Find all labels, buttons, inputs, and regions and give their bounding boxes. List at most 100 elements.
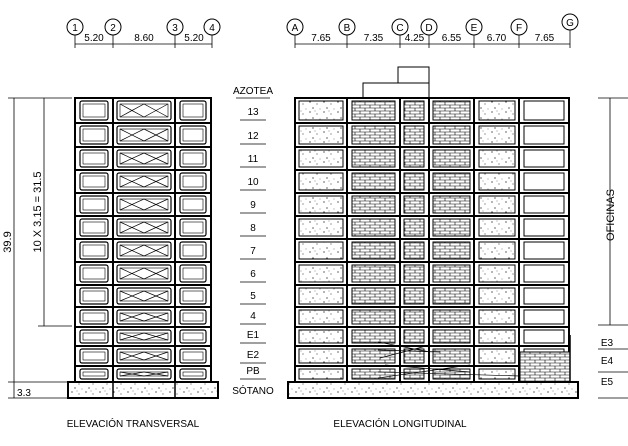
longitudinal-panel <box>298 218 344 237</box>
level-label: 11 <box>248 154 259 165</box>
longitudinal-panel <box>298 149 344 168</box>
longitudinal-dim-5: 6.70 <box>487 33 507 44</box>
longitudinal-panel <box>403 100 425 121</box>
longitudinal-dim-3: 4.25 <box>405 33 425 44</box>
longitudinal-panel <box>351 287 396 305</box>
longitudinal-panel <box>478 100 516 121</box>
level-label: 4 <box>250 311 256 322</box>
transversal-panel <box>79 368 109 380</box>
longitudinal-panel <box>523 264 565 283</box>
transversal-bays <box>75 98 211 383</box>
transversal-dimension-line <box>74 35 213 48</box>
transversal-brace <box>119 332 169 341</box>
longitudinal-dim-2: 7.35 <box>364 33 384 44</box>
longitudinal-panel <box>478 195 516 214</box>
longitudinal-panel <box>298 348 344 364</box>
transversal-panel <box>79 172 109 191</box>
longitudinal-panel <box>478 368 516 380</box>
longitudinal-panel <box>298 309 344 325</box>
grid-label-2: 2 <box>110 23 116 34</box>
grid-label-d: D <box>425 23 432 34</box>
level-label: E1 <box>247 330 260 341</box>
longitudinal-panel <box>351 348 396 364</box>
transversal-brace <box>119 244 169 257</box>
longitudinal-panel <box>478 172 516 191</box>
transversal-brace <box>119 152 169 165</box>
grid-label-3: 3 <box>172 23 178 34</box>
oficinas-label: OFICINAS <box>605 189 617 241</box>
longitudinal-panel <box>478 348 516 364</box>
transversal-elevation: 1 2 3 4 5.20 8.60 5.20 <box>2 18 221 430</box>
level-label: 13 <box>247 107 259 118</box>
longitudinal-panel <box>351 218 396 237</box>
transversal-panel <box>179 195 207 214</box>
longitudinal-panel <box>432 329 471 344</box>
longitudinal-panel <box>351 329 396 344</box>
roof-structure <box>362 66 430 99</box>
transversal-panel <box>179 264 207 283</box>
longitudinal-panel <box>403 218 425 237</box>
longitudinal-panel <box>298 241 344 260</box>
longitudinal-panel <box>523 100 565 121</box>
longitudinal-panel <box>351 195 396 214</box>
transversal-panel <box>79 125 109 145</box>
transversal-panel <box>79 195 109 214</box>
transversal-panel <box>179 241 207 260</box>
longitudinal-panel <box>523 172 565 191</box>
grid-label-e: E <box>471 23 478 34</box>
longitudinal-basement <box>287 381 579 399</box>
transversal-brace <box>119 103 169 118</box>
transversal-panel <box>116 309 172 325</box>
longitudinal-dim-1: 7.65 <box>311 33 331 44</box>
level-label: PB <box>246 366 260 377</box>
transversal-panel <box>116 125 172 145</box>
transversal-dim-3: 5.20 <box>184 33 204 44</box>
transversal-panel <box>116 100 172 121</box>
level-label: 5 <box>250 291 256 302</box>
transversal-panel <box>79 241 109 260</box>
transversal-panel <box>179 218 207 237</box>
grid-label-a: A <box>292 23 299 34</box>
transversal-dim-1: 5.20 <box>84 33 104 44</box>
stair-label-e5: E5 <box>601 377 614 388</box>
level-label: 6 <box>250 269 256 280</box>
longitudinal-panel <box>351 368 396 380</box>
grid-label-1: 1 <box>72 23 78 34</box>
longitudinal-panel <box>523 287 565 305</box>
level-label: 12 <box>247 131 259 142</box>
longitudinal-panel <box>432 264 471 283</box>
transversal-panel <box>79 264 109 283</box>
longitudinal-panel <box>432 241 471 260</box>
longitudinal-panel <box>298 195 344 214</box>
longitudinal-panel <box>478 125 516 145</box>
longitudinal-panel <box>523 218 565 237</box>
transversal-panel <box>79 100 109 121</box>
longitudinal-panel <box>478 309 516 325</box>
stair-label-e4: E4 <box>601 356 614 367</box>
longitudinal-panel <box>432 195 471 214</box>
transversal-panel <box>79 329 109 344</box>
longitudinal-panel <box>298 368 344 380</box>
level-label: 10 <box>247 177 259 188</box>
transversal-panel <box>179 100 207 121</box>
level-label: E2 <box>247 350 260 361</box>
transversal-panel <box>116 218 172 237</box>
transversal-panel <box>116 241 172 260</box>
longitudinal-panel <box>523 125 565 145</box>
stair-diagonals <box>377 341 521 386</box>
transversal-panel <box>179 309 207 325</box>
transversal-panel <box>179 329 207 344</box>
longitudinal-panel <box>432 287 471 305</box>
longitudinal-panel <box>403 264 425 283</box>
transversal-panel <box>179 172 207 191</box>
transversal-panel <box>179 149 207 168</box>
longitudinal-panel <box>351 309 396 325</box>
transversal-brace <box>119 128 169 142</box>
longitudinal-panel <box>298 287 344 305</box>
longitudinal-panel <box>351 100 396 121</box>
longitudinal-panel <box>432 149 471 168</box>
longitudinal-panel <box>298 172 344 191</box>
longitudinal-panel <box>523 149 565 168</box>
